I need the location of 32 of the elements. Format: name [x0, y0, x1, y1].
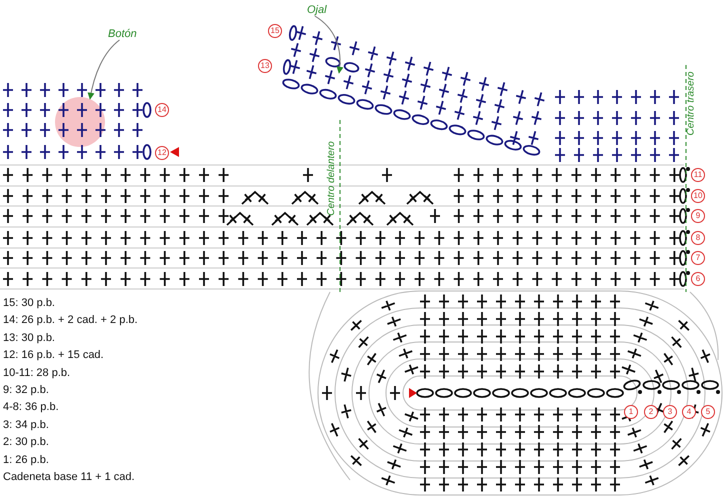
- row-number: 11: [691, 168, 705, 182]
- row-number: 10: [691, 189, 705, 203]
- row-number: 5: [701, 405, 715, 419]
- row-number: 2: [644, 405, 658, 419]
- row-number: 9: [691, 209, 705, 223]
- leader-line: [88, 40, 120, 100]
- row-instruction: 3: 34 p.b.: [3, 418, 49, 431]
- row-instruction: 15: 30 p.b.: [3, 297, 55, 309]
- row-number: 4: [682, 405, 696, 419]
- row-instruction: 14: 26 p.b. + 2 cad. + 2 p.b.: [3, 314, 138, 326]
- row-number: 7: [691, 251, 705, 265]
- row-number: 1: [624, 405, 638, 419]
- row-instruction: Cadeneta base 11 + 1 cad.: [3, 471, 135, 483]
- row-number: 3: [663, 405, 677, 419]
- row-instruction: 9: 32 p.b.: [3, 384, 49, 396]
- leader-line: [314, 16, 344, 74]
- row-number: 6: [691, 272, 705, 286]
- row-number: 14: [155, 103, 169, 117]
- callout-label: Ojal: [307, 4, 327, 16]
- row-instruction: 4-8: 36 p.b.: [3, 401, 59, 414]
- row-instruction: 13: 30 p.b.: [3, 332, 55, 344]
- callout-label: Botón: [108, 28, 137, 40]
- row-number: 8: [691, 231, 705, 245]
- row-instruction: 2: 30 p.b.: [3, 436, 49, 448]
- row-number: 12: [155, 146, 169, 160]
- row-instruction: 10-11: 28 p.b.: [3, 366, 70, 379]
- row-number: 13: [258, 59, 272, 73]
- row-number: 15: [268, 24, 282, 38]
- row-instruction: 1: 26 p.b.: [3, 454, 49, 466]
- row-instruction: 12: 16 p.b. + 15 cad.: [3, 349, 104, 362]
- center-line-label: Centro delantero: [325, 140, 336, 216]
- center-line-label: Centro trasero: [685, 71, 696, 135]
